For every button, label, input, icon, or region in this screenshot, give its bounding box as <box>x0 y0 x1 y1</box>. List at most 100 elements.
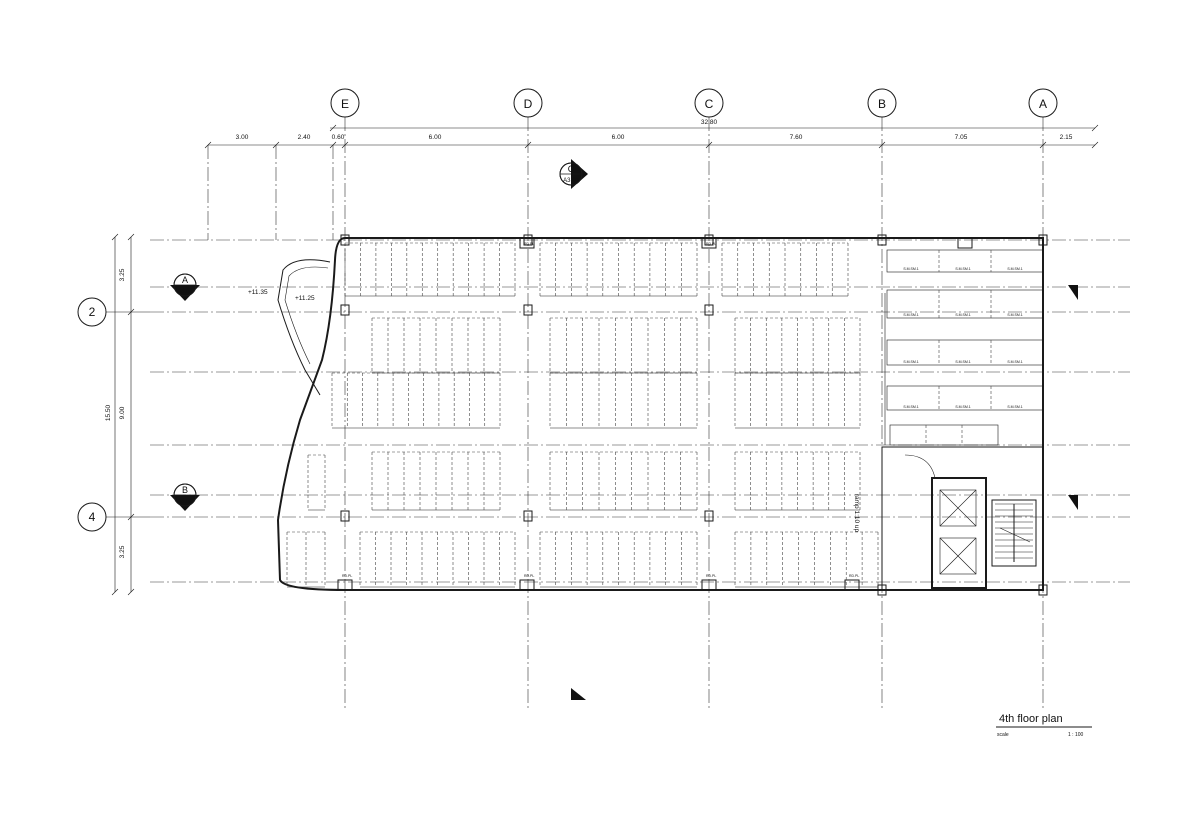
overall-width-dimension: 32.80 <box>701 119 718 126</box>
shaft-niche <box>337 579 353 591</box>
ramp-label: ramp 1:10 up <box>853 494 860 533</box>
grid-bubble-C <box>694 88 724 118</box>
structural-column <box>704 304 714 316</box>
dimension-tick <box>524 141 532 149</box>
slab-tag: S.M.SM.1 <box>1007 405 1022 409</box>
dim-segment-3: 0.60 <box>332 134 345 141</box>
section-sheet: A3.02 <box>177 499 193 505</box>
dimension-tick <box>329 141 337 149</box>
elevator-cross <box>939 537 977 575</box>
level-label-lower: +11.25 <box>295 295 315 302</box>
dim-segment-7: 7.05 <box>955 134 968 141</box>
section-cut-arrow <box>1068 495 1078 510</box>
slab-tag: S.M.SM.1 <box>955 267 970 271</box>
structural-column <box>340 304 350 316</box>
grid-bubble-A <box>1028 88 1058 118</box>
slab-tag: S.M.SM.1 <box>903 313 918 317</box>
grid-label-C: C <box>705 97 714 111</box>
shaft-niche <box>701 579 717 591</box>
dimension-lines <box>111 124 1099 596</box>
section-letter: C <box>568 164 575 174</box>
bay-tag: RD.PL <box>524 574 534 578</box>
grid-bubble-D <box>513 88 543 118</box>
grid-label-A: A <box>1039 97 1047 111</box>
grid-label-D: D <box>524 97 533 111</box>
elevator-car-2 <box>939 537 977 575</box>
lateral-stall-block <box>886 385 1044 411</box>
grid-label-row-4: 4 <box>89 510 96 524</box>
structural-column <box>523 510 533 522</box>
core-enclosure <box>881 446 1044 591</box>
structural-column <box>704 510 714 522</box>
slab-tag: S.M.SM.1 <box>903 360 918 364</box>
dim-segment-1: 3.00 <box>236 134 249 141</box>
lateral-stall-block <box>889 424 999 446</box>
stair-enclosure <box>991 499 1037 567</box>
dimension-tick <box>127 233 135 241</box>
dimension-tick <box>705 141 713 149</box>
shaft-niche <box>844 579 860 591</box>
dimension-tick <box>111 588 119 596</box>
dimension-tick <box>1039 141 1047 149</box>
ramp-inner-curve <box>284 266 329 365</box>
dim-segment-8: 2.15 <box>1060 134 1073 141</box>
structural-column <box>877 234 887 246</box>
dimension-tick <box>329 124 337 132</box>
dim-segment-6: 7.60 <box>790 134 803 141</box>
slab-tag: S.M.SM.1 <box>1007 313 1022 317</box>
slab-tag: S.M.SM.1 <box>1007 360 1022 364</box>
grid-labels: E D C B A 2 4 <box>77 88 1058 532</box>
dimension-tick <box>341 141 349 149</box>
dimension-tick <box>127 588 135 596</box>
grid-bubble-B <box>867 88 897 118</box>
section-cut-arrow <box>1068 285 1078 300</box>
dim-left-segment-3: 3.25 <box>119 545 126 558</box>
section-cut-arrow <box>571 688 586 700</box>
grid-label-E: E <box>341 97 349 111</box>
stair-arrow <box>999 527 1031 543</box>
drawing-title: 4th floor plan <box>999 713 1063 725</box>
dimension-tick <box>204 141 212 149</box>
shaft-niche <box>519 237 535 249</box>
elevator-shaft <box>931 477 987 589</box>
dimension-tick <box>1091 141 1099 149</box>
structural-column <box>1038 234 1048 246</box>
dim-left-segment-2: 9.00 <box>119 406 126 419</box>
elevator-car-1 <box>939 489 977 527</box>
slab-tag: S.M.SM.1 <box>903 267 918 271</box>
bay-tag: RD.PL <box>849 574 859 578</box>
grid-bubble-E <box>330 88 360 118</box>
section-letter: A <box>182 275 188 285</box>
structural-column <box>340 510 350 522</box>
structural-column <box>523 234 533 246</box>
overall-depth-dimension: 15.50 <box>105 404 112 421</box>
dim-segment-2: 2.40 <box>298 134 311 141</box>
slab-tag: S.M.SM.1 <box>955 313 970 317</box>
shaft-niche <box>519 579 535 591</box>
ramp-curve <box>277 259 331 396</box>
dimension-tick <box>1091 124 1099 132</box>
lateral-stall-block <box>886 339 1044 366</box>
elevator-cross <box>939 489 977 527</box>
grid-lines <box>150 117 1130 710</box>
dimension-tick <box>111 233 119 241</box>
section-arrow <box>170 285 200 301</box>
lateral-stall-block <box>886 249 1044 273</box>
section-arrow <box>170 495 200 511</box>
grid-label-row-2: 2 <box>89 305 96 319</box>
stair-elevator-core <box>881 446 1044 591</box>
section-sheet: A3.01 <box>177 289 193 295</box>
bay-tag: RD.PL <box>706 574 716 578</box>
dim-segment-5: 6.00 <box>612 134 625 141</box>
section-letter: B <box>182 485 188 495</box>
slab-tag: S.M.SM.1 <box>955 360 970 364</box>
slab-tag: S.M.SM.1 <box>903 405 918 409</box>
structural-column <box>704 234 714 246</box>
dim-segment-4: 6.00 <box>429 134 442 141</box>
bay-tag: RD.PL <box>706 242 716 246</box>
slab-tag: S.M.SM.1 <box>955 405 970 409</box>
bay-tag: RD.PL <box>524 242 534 246</box>
